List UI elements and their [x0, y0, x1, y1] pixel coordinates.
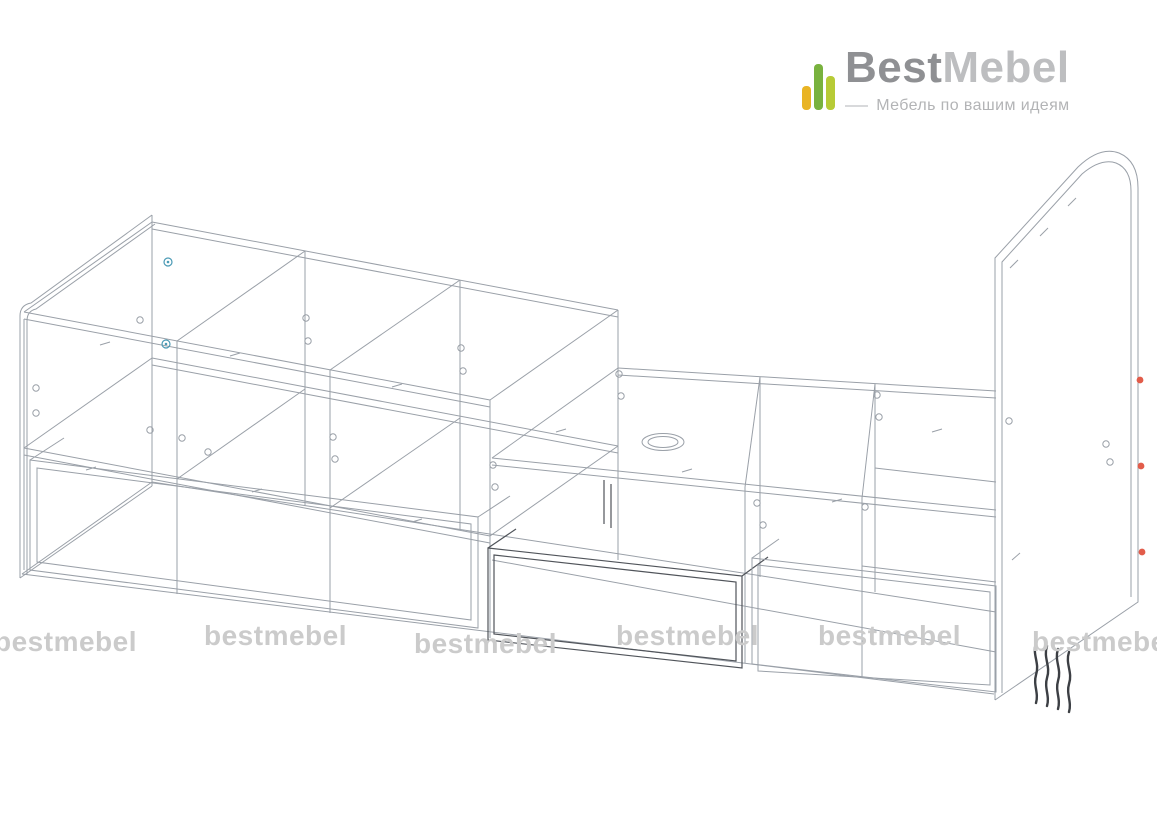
watermark-text: bestmebel	[818, 620, 961, 651]
brand-logo: BestMebel Мебель по вашим идеям	[802, 46, 1070, 115]
brand-tagline-row: Мебель по вашим идеям	[845, 97, 1070, 115]
watermark-text: bestmebel	[0, 626, 137, 657]
upper-shelf-unit	[23, 221, 619, 638]
cable-hole	[641, 433, 685, 451]
logo-bar-lime	[826, 76, 835, 110]
right-open-section	[491, 367, 997, 677]
logo-bar-green	[814, 64, 823, 110]
drawer-right	[751, 538, 997, 693]
brand-name-secondary: Mebel	[942, 43, 1070, 92]
logo-bar-yellow	[802, 86, 811, 110]
cam-lock-marks	[32, 314, 1114, 529]
drawer-middle	[487, 528, 769, 669]
hinge-marks	[1033, 641, 1072, 714]
dark-edge-marks	[603, 480, 612, 528]
blue-fitting-markers	[161, 257, 173, 349]
watermark-text: bestmebel	[204, 620, 347, 651]
brand-text-block: BestMebel Мебель по вашим идеям	[845, 46, 1070, 115]
watermark-text: bestmebel	[414, 628, 557, 659]
logo-bars-icon	[802, 64, 835, 115]
watermark-text: bestmebel	[616, 620, 759, 651]
watermark-text: bestmebel	[1032, 626, 1157, 657]
right-side-panel	[994, 150, 1139, 701]
drawer-left	[29, 437, 511, 629]
brand-tagline: Мебель по вашим идеям	[876, 97, 1070, 114]
brand-name-primary: Best	[845, 43, 943, 92]
red-fitting-markers	[1136, 376, 1146, 556]
brand-name: BestMebel	[845, 46, 1070, 90]
left-side-panel	[19, 214, 156, 579]
base-frame	[21, 481, 997, 695]
tagline-rule	[845, 105, 869, 107]
